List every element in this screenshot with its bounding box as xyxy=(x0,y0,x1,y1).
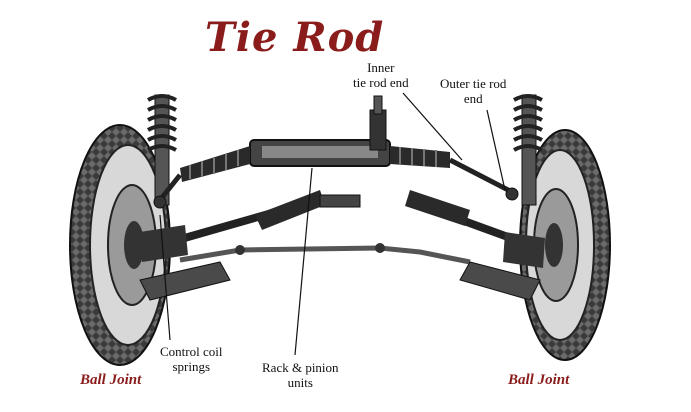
label-outer-tie-rod-end: Outer tie rod end xyxy=(440,76,506,106)
label-line: Inner xyxy=(367,60,395,75)
label-ball-joint-right: Ball Joint xyxy=(508,372,570,388)
diagram-title: Tie Rod xyxy=(205,14,385,61)
leader-lines xyxy=(159,92,506,356)
label-line: end xyxy=(463,91,483,106)
label-line: units xyxy=(287,375,313,390)
label-rack-pinion-units: Rack & pinion units xyxy=(262,360,339,390)
label-line: springs xyxy=(172,359,211,374)
left-coil-spring xyxy=(147,94,177,206)
control-arms xyxy=(139,261,541,301)
rack-and-pinion xyxy=(180,95,450,182)
label-line: Rack & pinion xyxy=(262,360,339,375)
right-coil-spring xyxy=(513,94,543,206)
drive-shafts xyxy=(140,190,545,268)
stabilizer-bar xyxy=(179,243,471,265)
label-inner-tie-rod-end: Inner tie rod end xyxy=(353,60,409,90)
label-control-coil-springs: Control coil springs xyxy=(160,344,222,374)
tie-rods xyxy=(153,157,519,209)
label-line: Control coil xyxy=(160,344,223,359)
label-ball-joint-left: Ball Joint xyxy=(80,372,142,388)
label-line: Outer tie rod xyxy=(440,76,507,91)
label-line: tie rod end xyxy=(353,75,409,90)
